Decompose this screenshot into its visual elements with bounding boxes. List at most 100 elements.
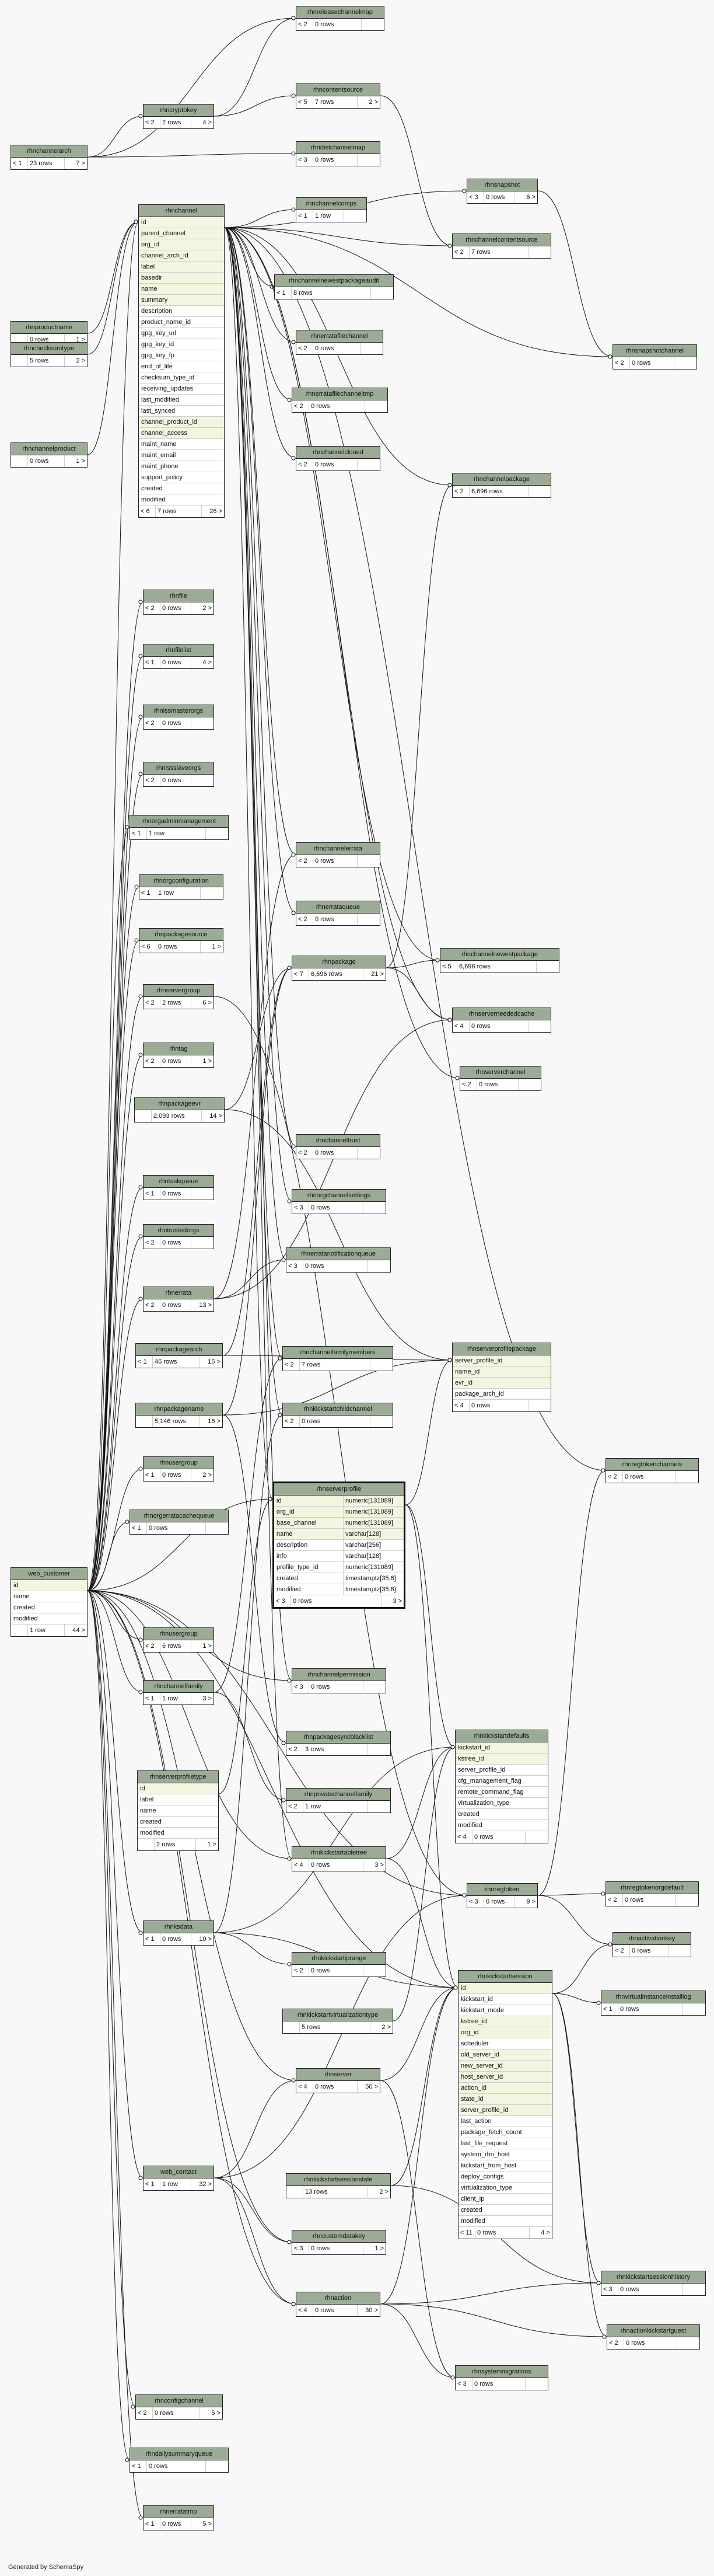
table-name[interactable]: rhnkickstartdefaults [456,1730,548,1742]
table-name[interactable]: rhnpackage [292,956,386,968]
table-name[interactable]: rhnusergroup [144,1457,214,1469]
table-name[interactable]: rhnchannelpermission [292,1669,386,1681]
table-name[interactable]: rhndailysummaryqueue [130,2448,228,2460]
table-name[interactable]: rhnerrata [144,1287,214,1299]
table-name[interactable]: web_contact [144,2166,214,2178]
table-name[interactable]: rhncryptokey [144,104,214,117]
table-name[interactable]: rhnkickstartsessionstate [286,2174,390,2186]
table-name[interactable]: rhnreleasechannelmap [296,6,384,19]
table-name[interactable]: rhnfilelist [144,644,214,657]
table-name[interactable]: rhnchannelpackage [453,473,551,486]
table-name[interactable]: rhnchannelnewestpackageaudit [275,275,393,287]
table-name[interactable]: rhnkickstartabletree [292,1847,386,1859]
table-name[interactable]: rhncustomdatakey [292,2230,386,2243]
table-name[interactable]: rhnactivationkey [613,1933,691,1945]
table-name[interactable]: rhnregtokenorgdefault [606,1882,698,1894]
table-name[interactable]: web_customer [11,1568,87,1580]
table-name[interactable]: rhnsnapshotchannel [613,345,696,357]
table-name[interactable]: rhnchannelproduct [11,443,87,455]
table-name[interactable]: rhnerratatmp [144,2506,214,2518]
table-name[interactable]: rhnpackagename [136,1403,222,1416]
table-name[interactable]: rhnissmasterorgs [144,705,214,717]
table-name[interactable]: rhntrustedorgs [144,1225,214,1237]
table-name[interactable]: rhnchanneltrust [296,1135,380,1147]
table-name[interactable]: rhnpackagesource [139,929,223,941]
table-name[interactable]: rhnorgadminmanagement [130,815,228,828]
table-name[interactable]: rhnorgchannelsettings [292,1190,386,1202]
table-name[interactable]: rhnusergroup [144,1628,214,1640]
table-name[interactable]: rhnserverprofile [274,1483,404,1496]
table-name[interactable]: rhnserverneededcache [453,1008,551,1020]
table-name[interactable]: rhnactionkickstartguest [607,2325,699,2337]
table-name[interactable]: rhnproductname [11,322,87,334]
table-name[interactable]: rhnpackageevr [135,1098,224,1110]
table-name[interactable]: rhntaskqueue [144,1176,214,1188]
table-name[interactable]: rhnsystemmigrations [456,2366,548,2378]
table-name[interactable]: rhnpackagesyncblacklist [286,1731,390,1744]
table-name[interactable]: rhndistchannelmap [296,142,380,154]
table-name[interactable]: rhnchannelerrata [296,843,380,855]
table-name[interactable]: rhnsnapshot [467,179,537,191]
table-name[interactable]: rhnerratafilechannel [296,330,383,343]
table-name[interactable]: rhnorgconfiguration [139,875,223,887]
table-name[interactable]: rhnserverprofiletype [138,1771,218,1783]
table-name[interactable]: rhnchannelarch [11,145,87,158]
table-name[interactable]: rhnpackagearch [136,1344,222,1356]
table-name[interactable]: rhnchecksumtype [11,343,87,355]
